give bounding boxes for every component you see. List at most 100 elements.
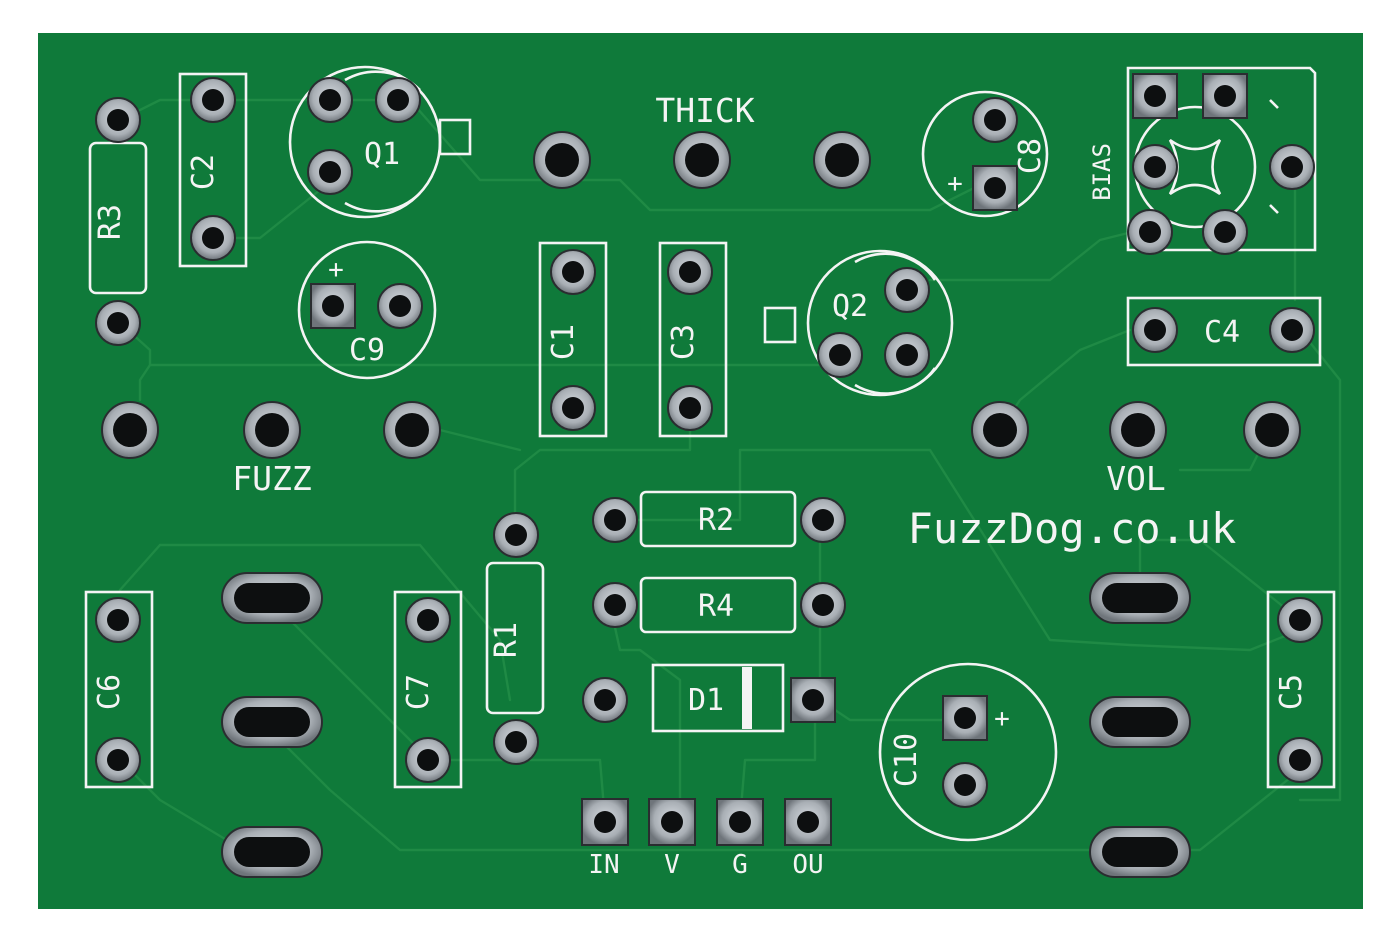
pad bbox=[307, 149, 353, 195]
label-r3: R3 bbox=[93, 204, 128, 240]
pot-pad bbox=[533, 131, 591, 189]
label-c10: C10 bbox=[889, 733, 924, 787]
c8-outline bbox=[921, 90, 1049, 218]
label-c8: C8 bbox=[1013, 138, 1048, 174]
q2-tab bbox=[763, 306, 797, 344]
pad bbox=[972, 97, 1018, 143]
pad bbox=[817, 332, 863, 378]
label-q2: Q2 bbox=[832, 289, 868, 324]
c4-outline bbox=[1126, 296, 1322, 367]
polarity-c9: + bbox=[328, 255, 344, 285]
c5-outline bbox=[1266, 590, 1336, 789]
pad bbox=[1132, 144, 1178, 190]
pad bbox=[1127, 209, 1173, 255]
square-pad bbox=[581, 798, 629, 846]
jack-slot bbox=[1089, 696, 1191, 748]
solder-pads bbox=[95, 73, 1323, 878]
jack-slot bbox=[221, 826, 323, 878]
pad bbox=[884, 267, 930, 313]
pad bbox=[1277, 597, 1323, 643]
jack-slot bbox=[221, 696, 323, 748]
c1-outline bbox=[538, 241, 608, 438]
label-c4: C4 bbox=[1204, 315, 1240, 350]
pot-pad bbox=[813, 131, 871, 189]
pad bbox=[493, 512, 539, 558]
square-pad bbox=[972, 165, 1018, 211]
pad bbox=[1269, 307, 1315, 353]
pad bbox=[550, 249, 596, 295]
pot-pad bbox=[243, 401, 301, 459]
jack-slot bbox=[1089, 826, 1191, 878]
pad bbox=[405, 737, 451, 783]
polarity-c10: + bbox=[994, 704, 1010, 734]
pad bbox=[1132, 307, 1178, 353]
r2-outline bbox=[639, 490, 797, 548]
square-pad bbox=[648, 798, 696, 846]
pad bbox=[95, 97, 141, 143]
pad bbox=[592, 497, 638, 543]
pad bbox=[493, 719, 539, 765]
square-pad bbox=[790, 677, 836, 723]
pad bbox=[592, 582, 638, 628]
c3-outline bbox=[658, 241, 728, 438]
pad bbox=[95, 597, 141, 643]
pad bbox=[942, 762, 988, 808]
c9-outline bbox=[297, 240, 437, 380]
label-c6: C6 bbox=[92, 674, 127, 710]
label-d1: D1 bbox=[688, 683, 724, 718]
pad bbox=[190, 77, 236, 123]
c6-outline bbox=[84, 590, 154, 789]
label-io-g: G bbox=[732, 850, 748, 880]
jack-slot bbox=[1089, 572, 1191, 624]
pad bbox=[800, 582, 846, 628]
square-pad bbox=[1202, 73, 1248, 119]
pad bbox=[1202, 209, 1248, 255]
c2-outline bbox=[178, 72, 248, 268]
pot-pad bbox=[971, 401, 1029, 459]
c7-outline bbox=[393, 590, 463, 789]
website-label: FuzzDog.co.uk bbox=[908, 504, 1237, 553]
c10-outline bbox=[878, 662, 1058, 842]
label-vol: VOL bbox=[1106, 459, 1166, 498]
pot-pad bbox=[673, 131, 731, 189]
pad bbox=[582, 677, 628, 723]
pot-pad bbox=[1109, 401, 1167, 459]
label-io-in: IN bbox=[588, 850, 619, 880]
label-io-ou: OU bbox=[792, 850, 823, 880]
square-pad bbox=[784, 798, 832, 846]
pad bbox=[800, 497, 846, 543]
label-c5: C5 bbox=[1274, 674, 1309, 710]
jack-slot bbox=[221, 572, 323, 624]
label-c3: C3 bbox=[666, 324, 701, 360]
pad bbox=[550, 385, 596, 431]
label-r4: R4 bbox=[698, 589, 734, 624]
r4-outline bbox=[639, 576, 797, 634]
label-r1: R1 bbox=[489, 622, 524, 658]
pad bbox=[95, 300, 141, 346]
pot-pad bbox=[383, 401, 441, 459]
label-r2: R2 bbox=[698, 503, 734, 538]
label-q1: Q1 bbox=[364, 137, 400, 172]
square-pad bbox=[942, 695, 988, 741]
polarity-c8: + bbox=[947, 169, 963, 199]
r1-outline bbox=[485, 561, 545, 715]
pad bbox=[377, 283, 423, 329]
pot-pad bbox=[1243, 401, 1301, 459]
pad bbox=[1269, 144, 1315, 190]
pad bbox=[667, 249, 713, 295]
pad bbox=[884, 332, 930, 378]
label-fuzz: FUZZ bbox=[232, 459, 311, 498]
label-c9: C9 bbox=[349, 333, 385, 368]
pad bbox=[405, 597, 451, 643]
d1-outline bbox=[651, 663, 785, 733]
label-c1: C1 bbox=[546, 324, 581, 360]
square-pad bbox=[716, 798, 764, 846]
pad bbox=[190, 215, 236, 261]
label-c7: C7 bbox=[401, 674, 436, 710]
label-thick: THICK bbox=[655, 91, 754, 130]
label-bias: BIAS bbox=[1088, 143, 1116, 201]
pad bbox=[1277, 737, 1323, 783]
label-c2: C2 bbox=[186, 154, 221, 190]
square-pad bbox=[1132, 73, 1178, 119]
